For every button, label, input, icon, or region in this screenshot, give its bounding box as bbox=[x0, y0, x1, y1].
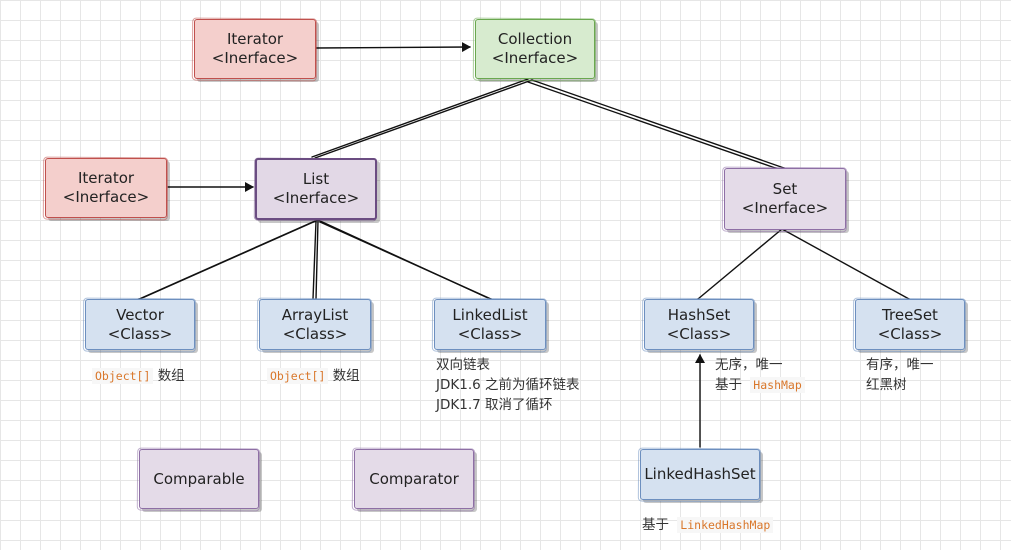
node-arraylist-name: ArrayList bbox=[281, 305, 349, 324]
node-linkedlist-kind: <Class> bbox=[457, 324, 523, 343]
edge-collection-set bbox=[531, 79, 785, 169]
node-treeset-kind: <Class> bbox=[877, 324, 943, 343]
node-set-kind: <Inerface> bbox=[741, 199, 829, 217]
node-comparable[interactable]: Comparable bbox=[139, 449, 259, 509]
node-comparator-name: Comparator bbox=[369, 469, 459, 488]
note-linkedlist-line2: JDK1.6 之前为循环链表 bbox=[436, 377, 580, 393]
node-comparable-name: Comparable bbox=[153, 469, 245, 488]
node-iterator-top[interactable]: Iterator <Inerface> bbox=[194, 19, 316, 79]
edge-set-hashset bbox=[697, 228, 783, 300]
node-treeset[interactable]: TreeSet <Class> bbox=[855, 299, 965, 350]
node-hashset-name: HashSet bbox=[667, 305, 731, 324]
node-linkedlist-name: LinkedList bbox=[452, 305, 528, 324]
node-iterator-left[interactable]: Iterator <Inerface> bbox=[45, 158, 167, 218]
node-set[interactable]: Set <Inerface> bbox=[724, 168, 846, 230]
note-treeset-line1: 有序，唯一 bbox=[866, 357, 934, 373]
note-linkedlist-line1: 双向链表 bbox=[436, 357, 490, 373]
note-treeset-line2: 红黑树 bbox=[866, 377, 907, 393]
node-list[interactable]: List <Inerface> bbox=[255, 158, 377, 220]
note-arraylist-text: 数组 bbox=[332, 368, 360, 384]
node-vector[interactable]: Vector <Class> bbox=[85, 299, 195, 350]
node-iterator-left-name: Iterator bbox=[77, 169, 135, 187]
node-vector-kind: <Class> bbox=[107, 324, 173, 343]
edge-collection-list bbox=[314, 79, 533, 159]
note-arraylist-code: Object[] bbox=[267, 368, 329, 384]
node-collection-kind: <Inerface> bbox=[491, 49, 579, 67]
note-hashset: 无序，唯一 基于 HashMap bbox=[715, 355, 805, 395]
note-hashset-prefix: 基于 bbox=[715, 377, 742, 393]
edge-set-treeset bbox=[781, 228, 910, 300]
node-collection[interactable]: Collection <Inerface> bbox=[475, 19, 595, 79]
node-set-name: Set bbox=[772, 180, 798, 198]
note-arraylist: Object[] 数组 bbox=[267, 366, 360, 386]
note-treeset: 有序，唯一 红黑树 bbox=[866, 355, 934, 395]
node-linkedhashset-name: LinkedHashSet bbox=[644, 465, 756, 483]
node-hashset[interactable]: HashSet <Class> bbox=[644, 299, 754, 350]
note-linkedhashset-prefix: 基于 bbox=[642, 517, 669, 533]
node-list-name: List bbox=[302, 170, 330, 188]
note-linkedhashset: 基于 LinkedHashMap bbox=[642, 515, 774, 535]
note-vector-code: Object[] bbox=[92, 368, 154, 384]
node-iterator-left-kind: <Inerface> bbox=[62, 188, 150, 206]
node-collection-name: Collection bbox=[497, 30, 573, 48]
edge-iterator-collection bbox=[315, 42, 471, 53]
edge-list-arraylist bbox=[312, 220, 317, 300]
node-arraylist-kind: <Class> bbox=[282, 324, 348, 343]
node-iterator-top-name: Iterator bbox=[226, 30, 284, 48]
node-hashset-kind: <Class> bbox=[666, 324, 732, 343]
note-vector: Object[] 数组 bbox=[92, 366, 185, 386]
node-linkedlist[interactable]: LinkedList <Class> bbox=[434, 299, 546, 350]
node-vector-name: Vector bbox=[116, 305, 164, 324]
note-linkedlist-line3: JDK1.7 取消了循环 bbox=[436, 397, 553, 413]
note-hashset-line1: 无序，唯一 bbox=[715, 357, 783, 373]
node-treeset-name: TreeSet bbox=[882, 305, 938, 324]
note-linkedlist: 双向链表 JDK1.6 之前为循环链表 JDK1.7 取消了循环 bbox=[436, 355, 580, 415]
node-iterator-top-kind: <Inerface> bbox=[211, 49, 299, 67]
node-arraylist[interactable]: ArrayList <Class> bbox=[259, 299, 371, 350]
note-linkedhashset-code: LinkedHashMap bbox=[677, 517, 774, 533]
node-list-kind: <Inerface> bbox=[272, 189, 360, 207]
note-hashset-code: HashMap bbox=[750, 377, 805, 393]
node-linkedhashset[interactable]: LinkedHashSet bbox=[640, 449, 760, 500]
note-vector-text: 数组 bbox=[157, 368, 185, 384]
node-comparator[interactable]: Comparator bbox=[354, 449, 474, 509]
